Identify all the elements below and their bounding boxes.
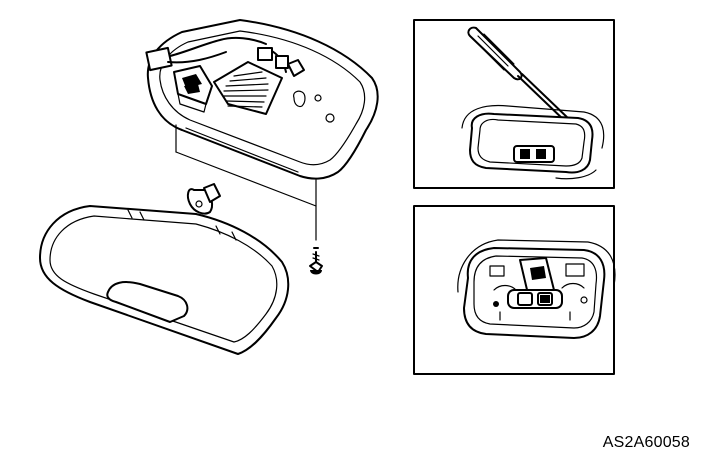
detail-panel-cover-removed	[413, 205, 616, 375]
screw	[309, 247, 323, 275]
light-housing-assembly	[145, 19, 379, 180]
detail-panel-pry-off	[413, 19, 615, 189]
reference-code-label: AS2A60058	[602, 434, 690, 451]
screwdriver	[467, 26, 571, 123]
lens-cover	[39, 205, 290, 355]
bulb	[186, 183, 221, 215]
exploded-view-guide-lines	[175, 124, 317, 241]
